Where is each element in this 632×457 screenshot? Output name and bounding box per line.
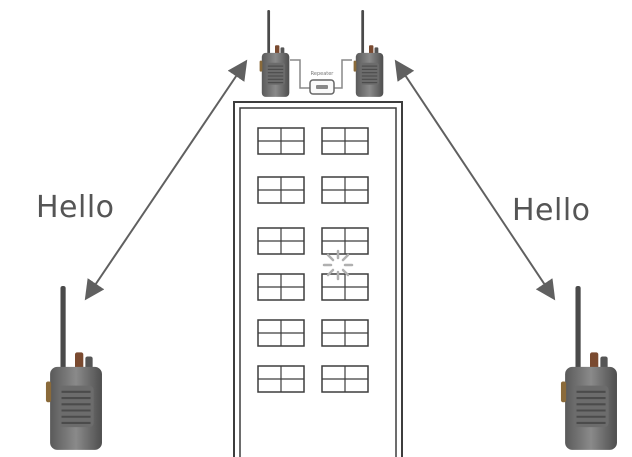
building-window <box>257 273 305 301</box>
left-link-arrow <box>84 59 248 301</box>
building-window <box>321 273 369 301</box>
walkie-talkie-icon <box>353 10 384 98</box>
building-window <box>257 227 305 255</box>
building-window <box>257 127 305 155</box>
repeater-station: Repeater <box>259 10 384 98</box>
building-window <box>321 319 369 347</box>
repeater-cable-label: Repeater <box>311 71 335 77</box>
building-window <box>321 127 369 155</box>
right-hello-label: Hello <box>512 193 591 228</box>
left-hello-label: Hello <box>36 190 115 225</box>
building-window <box>257 319 305 347</box>
right-link-arrow <box>394 59 556 301</box>
building-window <box>321 176 369 204</box>
cable-connector-icon <box>309 79 335 95</box>
building-window <box>321 365 369 393</box>
walkie-talkie-icon <box>259 10 290 98</box>
building-window <box>257 365 305 393</box>
building-window <box>257 176 305 204</box>
loading-spinner-icon <box>322 249 354 281</box>
building-windows <box>257 127 369 393</box>
building <box>233 101 403 457</box>
walkie-talkie-icon <box>44 286 104 452</box>
building-window <box>321 227 369 255</box>
walkie-talkie-icon <box>559 286 619 452</box>
